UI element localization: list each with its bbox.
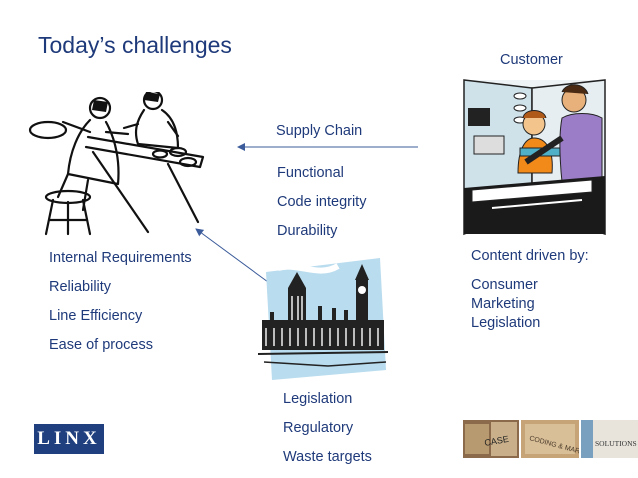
legislation-item: Regulatory: [283, 420, 354, 436]
supply-chain-label: Supply Chain: [276, 123, 363, 139]
customer-label: Customer: [500, 52, 563, 68]
content-item: Consumer: [471, 277, 538, 293]
content-item: Legislation: [471, 315, 541, 331]
thumbnail-label: SOLUTIONS: [595, 439, 637, 448]
supply-chain-item: Functional: [277, 165, 344, 181]
content-item: Marketing: [471, 296, 535, 312]
logo-text: LINX: [37, 428, 101, 449]
content-heading: Content driven by:: [471, 248, 589, 264]
thumbnail-strip: CASE CODING & MARKING SOLUTIONS: [463, 420, 638, 458]
internal-item: Line Efficiency: [49, 308, 143, 324]
supply-chain-item: Code integrity: [277, 194, 367, 210]
legislation-item: Legislation: [283, 391, 353, 407]
linx-logo: LINX: [34, 424, 104, 454]
thumbnail-label: CASE: [484, 434, 510, 448]
legislation-item: Waste targets: [283, 449, 372, 465]
page-title: Today’s challenges: [38, 32, 232, 58]
thumbnail-coding-marking: CODING & MARKING: [521, 420, 579, 458]
supply-chain-item: Durability: [277, 223, 338, 239]
internal-item: Reliability: [49, 279, 112, 295]
internal-requirements-heading: Internal Requirements: [49, 250, 192, 266]
parliament-illustration: [257, 258, 389, 385]
customer-shop-illustration: [462, 78, 607, 241]
internal-item: Ease of process: [49, 337, 153, 353]
thumbnail-case: CASE: [463, 420, 519, 458]
legislation-arrow: [195, 228, 269, 283]
thumbnail-solutions: SOLUTIONS: [581, 420, 638, 458]
